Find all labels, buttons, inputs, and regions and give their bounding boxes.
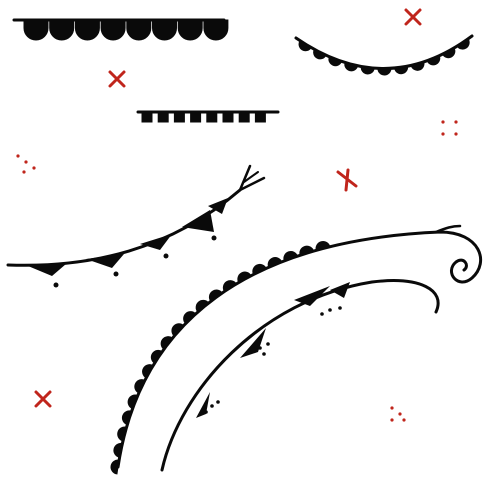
scallop bbox=[267, 257, 283, 268]
scallop bbox=[171, 323, 185, 337]
cross-sparkle-icon bbox=[404, 8, 422, 26]
spiral-arc-scallop-garland-icon bbox=[110, 224, 483, 475]
scallop bbox=[203, 19, 229, 41]
scallop bbox=[344, 62, 359, 72]
branch-pennant-garland-icon bbox=[6, 164, 266, 288]
scallop bbox=[237, 271, 252, 284]
scallop bbox=[252, 263, 267, 276]
scallop bbox=[134, 379, 146, 394]
cross-sparkle-icon bbox=[336, 168, 358, 192]
scallop bbox=[299, 245, 315, 256]
cross-sparkle-icon bbox=[108, 70, 126, 88]
arc-scallop-border-icon bbox=[294, 34, 474, 76]
scallop bbox=[298, 40, 312, 52]
flag bbox=[173, 111, 185, 123]
flag bbox=[190, 111, 202, 123]
scallop bbox=[110, 459, 120, 475]
scallop-border-icon bbox=[12, 18, 229, 41]
flag bbox=[254, 111, 266, 123]
scallop bbox=[100, 19, 126, 41]
flag bbox=[157, 111, 169, 123]
scallop bbox=[152, 19, 177, 41]
scallop bbox=[410, 61, 425, 71]
scallop bbox=[113, 442, 123, 458]
scallop bbox=[49, 19, 75, 41]
scallop bbox=[195, 299, 210, 313]
scallop bbox=[315, 241, 331, 251]
scallop bbox=[177, 19, 203, 41]
scallop bbox=[208, 289, 223, 302]
scallop bbox=[441, 47, 456, 59]
scallop bbox=[127, 394, 139, 410]
scallop bbox=[142, 364, 154, 379]
flag bbox=[222, 111, 234, 123]
scallop bbox=[328, 56, 343, 67]
scallop bbox=[150, 349, 163, 364]
scallop bbox=[377, 67, 392, 76]
scallop bbox=[117, 426, 128, 442]
scallop bbox=[283, 250, 299, 262]
scallop bbox=[23, 19, 49, 41]
flag bbox=[238, 111, 250, 123]
scallop bbox=[160, 336, 174, 350]
flag bbox=[141, 111, 153, 123]
dot-sparkle-icon bbox=[441, 120, 458, 136]
cross-sparkle-icon bbox=[34, 390, 52, 408]
square-flag-border-icon bbox=[136, 110, 280, 123]
dot-sparkle-icon bbox=[16, 154, 36, 174]
scallop bbox=[126, 19, 152, 41]
scallop bbox=[394, 65, 409, 75]
scallop bbox=[121, 410, 133, 426]
scallop bbox=[222, 280, 237, 293]
scallop bbox=[183, 311, 197, 325]
scallop bbox=[426, 55, 441, 66]
flag bbox=[206, 111, 218, 123]
scallop bbox=[313, 48, 327, 60]
dot-sparkle-icon bbox=[390, 406, 406, 422]
scallop bbox=[74, 19, 100, 41]
scallop bbox=[456, 38, 470, 50]
scallop bbox=[360, 66, 375, 75]
curl-arc-pennant-garland-icon bbox=[160, 279, 440, 472]
